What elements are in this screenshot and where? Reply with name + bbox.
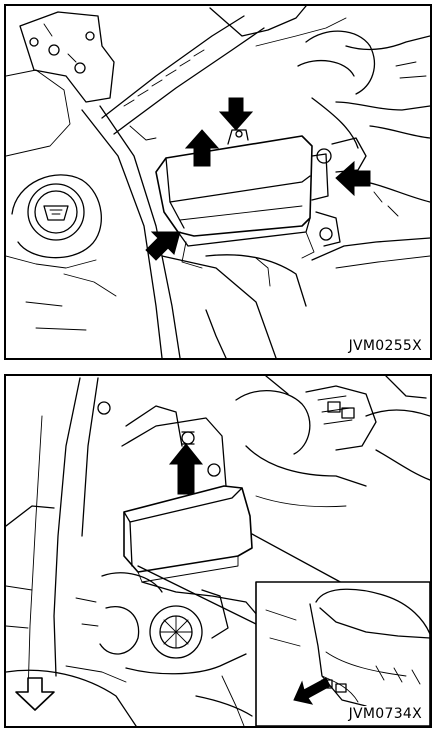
left-fender-structure (6, 377, 183, 697)
figure-panel-1: JVM0255X (4, 4, 432, 360)
fuse-box-cover-removal-illustration (6, 376, 430, 726)
washer-reservoir-cap (6, 174, 102, 269)
inset-leader-lines (137, 533, 345, 625)
upper-right-components (297, 30, 430, 203)
fuse-box (155, 129, 341, 269)
arrow-up-icon (184, 129, 220, 167)
upper-components (121, 376, 430, 508)
direction-arrows (15, 443, 331, 711)
figure-code-label: JVM0255X (346, 338, 424, 354)
cowl-panel-edges (81, 6, 347, 358)
figure-panel-2: JVM0734X (4, 374, 432, 728)
upper-bracket (6, 11, 115, 157)
vehicle-front-arrow-icon (15, 677, 55, 711)
detail-inset (255, 581, 430, 726)
release-arrows (145, 97, 371, 261)
arrow-left-icon (335, 160, 371, 197)
arrow-up-icon (168, 443, 204, 495)
lower-engine-parts (6, 572, 259, 726)
arrow-down-left-icon (293, 677, 331, 705)
figure-code-label: JVM0734X (346, 706, 424, 722)
engine-bay-fuse-box-illustration (6, 6, 430, 358)
lower-body-structure (25, 191, 430, 358)
arrow-down-icon (218, 97, 254, 131)
arrow-up-right-icon (145, 231, 181, 261)
fuse-box-cover (123, 485, 253, 583)
